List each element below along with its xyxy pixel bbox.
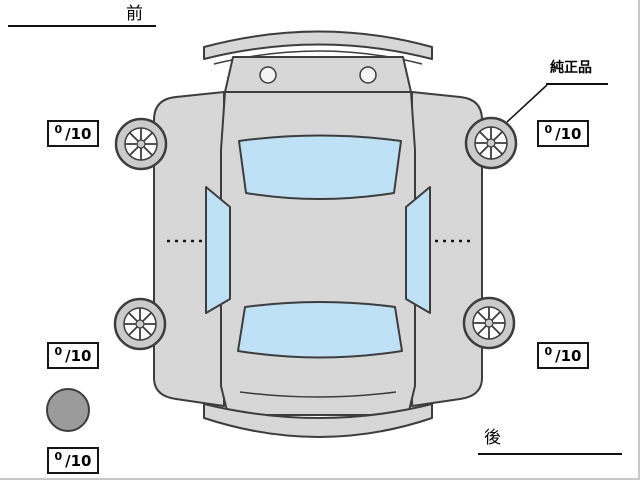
- right-side-window-glass: [405, 186, 431, 314]
- wheel-rear-right-icon: [462, 296, 516, 350]
- tread-score-value: 0: [544, 123, 553, 136]
- trunk-line: [239, 391, 397, 398]
- car-left-side-panel: [153, 91, 225, 407]
- headlight-washer-right-icon: [359, 66, 377, 84]
- rear-bumper: [203, 403, 433, 438]
- tread-score-front-right: 0 /10: [537, 120, 589, 147]
- front-orientation-label: 前: [126, 4, 144, 24]
- wheel-front-left-icon: [114, 117, 168, 171]
- tread-score-value: 0: [54, 123, 63, 136]
- rear-window-glass: [237, 301, 403, 359]
- tread-score-max: /10: [65, 346, 92, 365]
- tread-score-value: 0: [544, 345, 553, 358]
- tread-score-max: /10: [65, 451, 92, 470]
- tread-score-value: 0: [54, 450, 63, 463]
- genuine-part-leader-line: [506, 84, 548, 123]
- tread-score-max: /10: [65, 124, 92, 143]
- front-bumper: [203, 30, 433, 60]
- tread-score-max: /10: [555, 124, 582, 143]
- tread-score-rear-right: 0 /10: [537, 342, 589, 369]
- windshield-glass: [238, 134, 402, 200]
- tread-score-rear-left: 0 /10: [47, 342, 99, 369]
- tread-score-front-left: 0 /10: [47, 120, 99, 147]
- spare-tire-icon: [46, 388, 90, 432]
- wheel-front-right-icon: [464, 116, 518, 170]
- headlight-washer-left-icon: [259, 66, 277, 84]
- rear-label-underline: [478, 453, 622, 455]
- genuine-part-underline: [546, 83, 608, 85]
- tread-score-spare: 0 /10: [47, 447, 99, 474]
- left-side-window-glass: [205, 186, 231, 314]
- hood-panel: [224, 56, 412, 93]
- front-label-underline: [8, 25, 156, 27]
- tread-score-value: 0: [54, 345, 63, 358]
- rear-orientation-label: 後: [484, 428, 502, 448]
- tread-score-max: /10: [555, 346, 582, 365]
- wheel-rear-left-icon: [113, 297, 167, 351]
- genuine-part-label: 純正品: [550, 60, 592, 76]
